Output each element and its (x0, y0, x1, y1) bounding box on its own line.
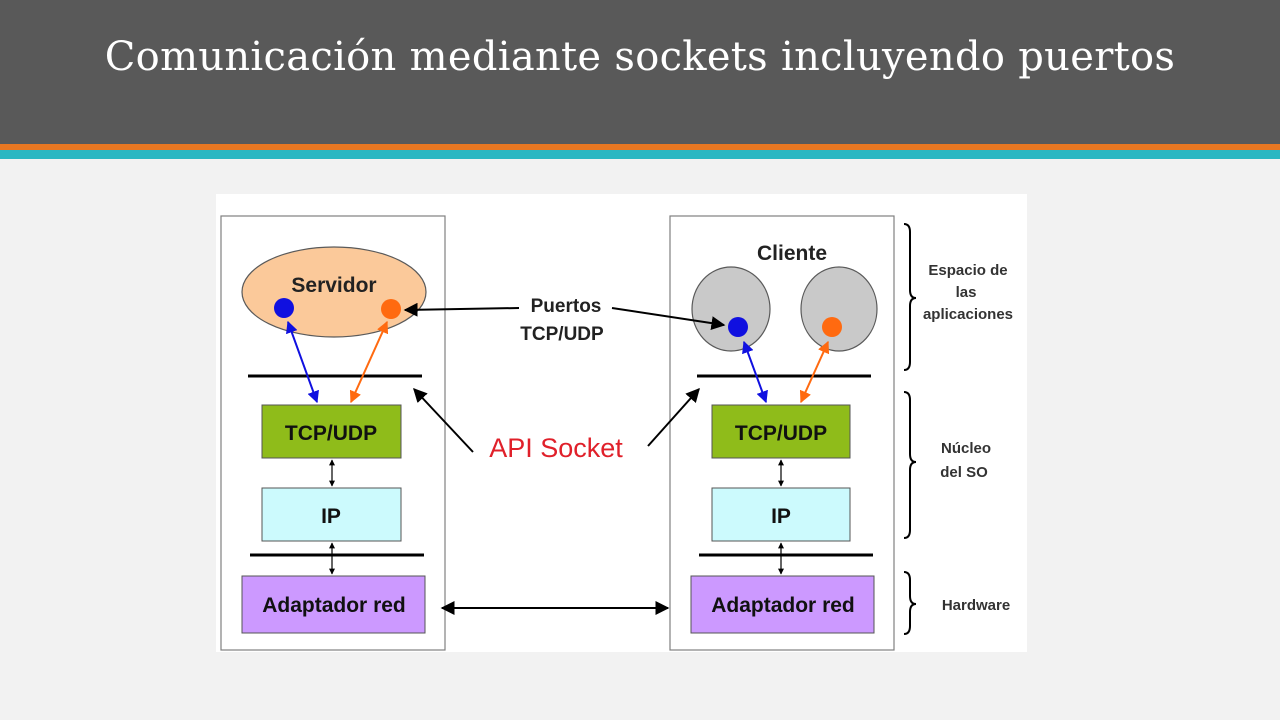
client-tcp-udp-box (711, 404, 851, 459)
client-tcp-udp-label: TCP/UDP (735, 422, 827, 445)
client-adapter-box (690, 575, 875, 634)
server-machine-frame (220, 215, 446, 651)
api-socket-label: API Socket (489, 433, 623, 463)
slide-title: Comunicación mediante sockets incluyendo… (104, 34, 1176, 80)
kernel-bracket (903, 391, 917, 539)
apps-space-label-1: Espacio de (928, 262, 1007, 279)
server-orange-port (381, 299, 401, 319)
api-socket-arrow-right (647, 387, 700, 447)
hardware-bracket (903, 571, 917, 635)
header-stripe-teal (0, 150, 1280, 159)
client-ip-label: IP (771, 505, 791, 528)
kernel-label-2: del SO (940, 464, 988, 481)
server-ip-box (261, 487, 402, 542)
client-label: Cliente (757, 242, 827, 265)
socket-diagram: Servidor Cliente Puertos TCP/UDP API Soc… (216, 194, 1027, 652)
client-orange-port-arrow (799, 340, 830, 404)
client-ip-box (711, 487, 851, 542)
server-tcp-udp-label: TCP/UDP (285, 422, 377, 445)
apps-space-label-2: las (956, 284, 977, 301)
server-tcp-udp-box (261, 404, 402, 459)
client-adapter-label: Adaptador red (711, 594, 855, 617)
kernel-label-1: Núcleo (941, 440, 991, 457)
server-label: Servidor (291, 274, 376, 297)
ports-label-line1: Puertos (531, 296, 602, 317)
client-process-1 (691, 266, 771, 352)
server-orange-port-arrow (349, 320, 389, 404)
server-ip-label: IP (321, 505, 341, 528)
server-adapter-box (241, 575, 426, 634)
client-orange-port (822, 317, 842, 337)
server-adapter-label: Adaptador red (262, 594, 406, 617)
client-blue-port (728, 317, 748, 337)
client-blue-port-arrow (742, 340, 768, 404)
server-blue-port (274, 298, 294, 318)
client-machine-frame (669, 215, 895, 651)
ports-label-line2: TCP/UDP (520, 324, 604, 345)
apps-space-label-3: aplicaciones (923, 306, 1013, 323)
hardware-label: Hardware (942, 597, 1010, 614)
ports-arrow-to-server (403, 302, 520, 317)
socket-diagram-svg: Servidor Cliente Puertos TCP/UDP API Soc… (220, 215, 1013, 651)
slide-header: Comunicación mediante sockets incluyendo… (0, 0, 1280, 144)
apps-space-bracket (903, 223, 917, 371)
server-blue-port-arrow (286, 320, 319, 404)
api-socket-arrow-left (413, 387, 474, 453)
ports-arrow-to-client (611, 307, 726, 331)
header-stripe-orange (0, 144, 1280, 150)
client-process-2 (800, 266, 878, 352)
